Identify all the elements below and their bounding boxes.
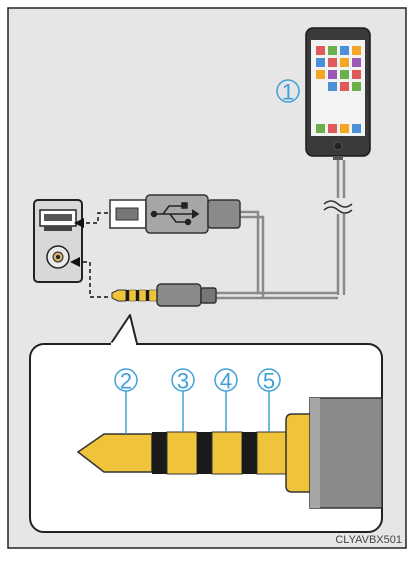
- callout-ring2: 4: [214, 368, 238, 394]
- callout-ring2-number: 4: [220, 369, 232, 394]
- callout-tip-number: 2: [120, 369, 132, 394]
- arrow-heads: [70, 218, 84, 267]
- plug-band: [152, 432, 167, 474]
- app-icons: [316, 46, 361, 133]
- plug-housing: [309, 397, 383, 509]
- callout-sleeve: 5: [257, 368, 281, 394]
- callout-ring1-number: 3: [177, 369, 189, 394]
- callout-sleeve-number: 5: [263, 369, 275, 394]
- connection-arrows: [74, 212, 108, 298]
- aux-plug-large: [76, 397, 383, 509]
- aux-plug-small: [111, 283, 217, 307]
- plug-ring2: [211, 431, 243, 475]
- callout-leaders: [125, 391, 270, 434]
- callout-phone: 1: [276, 79, 300, 105]
- usb-plug: [109, 194, 241, 234]
- callout-phone-number: 1: [282, 80, 294, 105]
- phone-cable: [336, 160, 346, 295]
- image-code: CLYAVBX501: [335, 534, 402, 546]
- plug-ring1: [166, 431, 198, 475]
- usb-icon: [150, 202, 200, 226]
- smartphone: [305, 27, 371, 160]
- plug-band: [197, 432, 212, 474]
- callout-tip: 2: [114, 368, 138, 394]
- plug-band: [242, 432, 257, 474]
- callout-ring1: 3: [171, 368, 195, 394]
- port-panel: [33, 199, 83, 283]
- cable-break-icon: [323, 200, 353, 214]
- split-cables: [216, 210, 338, 300]
